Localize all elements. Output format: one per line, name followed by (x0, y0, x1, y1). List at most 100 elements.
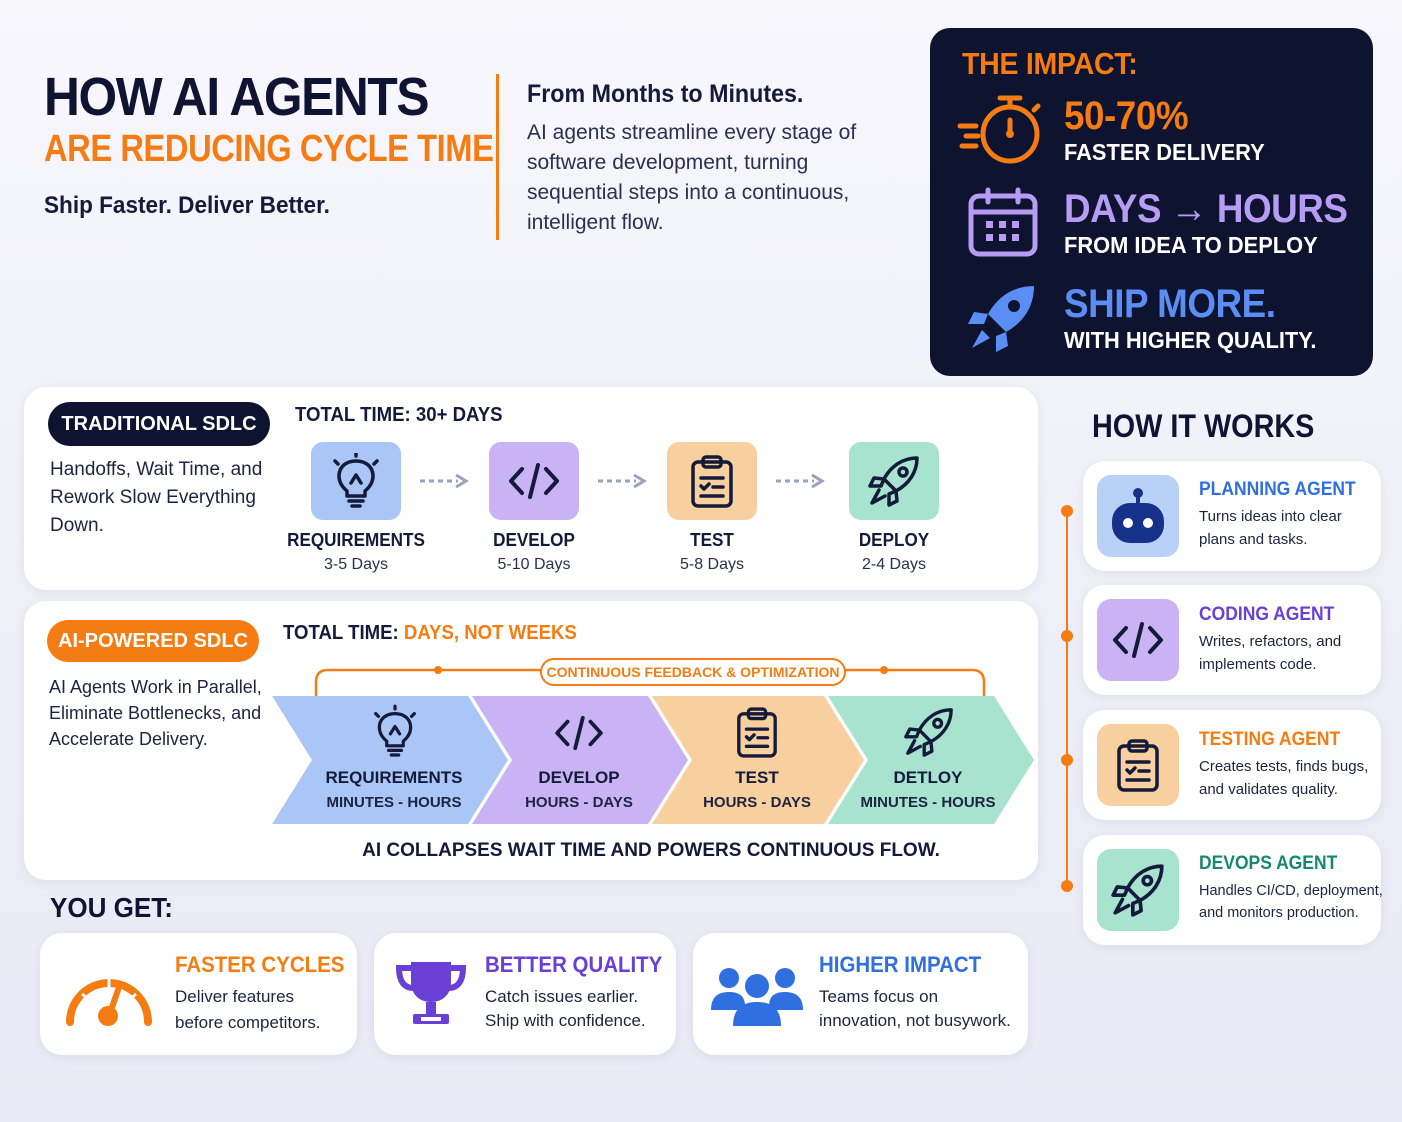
ai-footer-text: AI COLLAPSES WAIT TIME AND POWERS CONTIN… (362, 840, 940, 861)
timeline-dot (1061, 880, 1073, 892)
agent-description: and monitors production. (1199, 905, 1359, 921)
benefit-line: Ship with confidence. (485, 1011, 646, 1030)
you-get-title: YOU GET: (50, 892, 173, 923)
benefit-line: before competitors. (175, 1013, 321, 1032)
impact-label-1: FASTER DELIVERY (1064, 139, 1265, 165)
traditional-total-time: TOTAL TIME: 30+ DAYS (295, 404, 503, 427)
agent-description: Writes, refactors, and (1199, 633, 1342, 650)
traditional-stage-name: DEPLOY (858, 530, 930, 550)
traditional-stage-name: TEST (690, 530, 734, 550)
benefit-heading: HIGHER IMPACT (819, 952, 982, 977)
agent-description: plans and tasks. (1199, 531, 1308, 548)
agent-description: Creates tests, finds bugs, (1199, 758, 1369, 775)
benefit-line: Deliver features (175, 987, 295, 1006)
benefit-line: Teams focus on (819, 987, 939, 1006)
clipboard-icon (1117, 739, 1159, 792)
team-icon (711, 968, 803, 1026)
feedback-label: CONTINUOUS FEEDBACK & OPTIMIZATION (540, 658, 846, 686)
timeline-dot (1061, 505, 1073, 517)
impact-label-2: FROM IDEA TO DEPLOY (1064, 232, 1318, 258)
arrow-right-icon (598, 473, 647, 489)
tagline: Ship Faster. Deliver Better. (44, 192, 330, 219)
page-title: HOW AI AGENTS (44, 67, 429, 127)
arrow-right-icon (776, 473, 825, 489)
traditional-stage-duration: 3-5 Days (323, 556, 389, 573)
impact-value-1: 50-70% (1064, 94, 1189, 138)
traditional-sdlc-badge: TRADITIONAL SDLC (48, 402, 270, 446)
rocket-icon (1111, 864, 1164, 917)
impact-value-2: DAYS → HOURS (1064, 187, 1348, 231)
coding-agent-icon-tile (1097, 599, 1179, 681)
chevron-deploy (828, 696, 1034, 824)
traditional-stage-duration: 5-8 Days (679, 556, 745, 573)
benefit-heading: FASTER CYCLES (175, 952, 345, 977)
chevron-develop (472, 696, 688, 824)
traditional-stage-duration: 5-10 Days (497, 556, 571, 573)
traditional-deploy-tile (849, 442, 939, 520)
how-it-works-title: HOW IT WORKS (1092, 408, 1315, 444)
lightbulb-icon (333, 453, 379, 508)
calendar-icon (968, 187, 1038, 257)
code-icon (555, 715, 603, 751)
traditional-stage-name: DEVELOP (493, 530, 575, 550)
agent-name: CODING AGENT (1199, 604, 1335, 625)
timeline-dot (1061, 754, 1073, 766)
ai-powered-description: AI Agents Work in Parallel, Eliminate Bo… (49, 677, 262, 749)
traditional-stage-duration: 2-4 Days (861, 556, 927, 573)
ai-stage-duration: MINUTES - HOURS (860, 794, 996, 811)
planning-agent-icon-tile (1097, 475, 1179, 557)
ai-stage-name: REQUIREMENTS (325, 768, 463, 787)
ai-total-time: TOTAL TIME: DAYS, NOT WEEKS (283, 622, 577, 645)
clipboard-icon (691, 455, 733, 508)
page-subtitle: ARE REDUCING CYCLE TIME (44, 128, 494, 170)
traditional-requirements-tile (311, 442, 401, 520)
impact-value-3: SHIP MORE. (1064, 282, 1276, 326)
traditional-total-value: 30+ DAYS (415, 404, 503, 426)
agent-description: Turns ideas into clear (1199, 508, 1342, 525)
impact-title: THE IMPACT: (962, 46, 1138, 81)
timeline-dot (1061, 630, 1073, 642)
traditional-stage-name: REQUIREMENTS (287, 530, 425, 550)
chevron-test (652, 696, 864, 824)
code-icon (509, 463, 559, 499)
header-divider (496, 74, 499, 240)
traditional-total-label: TOTAL TIME: (295, 404, 411, 426)
benefit-line: Catch issues earlier. (485, 987, 639, 1006)
devops-agent-icon-tile (1097, 849, 1179, 931)
clipboard-icon (737, 707, 777, 758)
speedometer-icon (66, 979, 152, 1026)
traditional-description: Handoffs, Wait Time, and Rework Slow Eve… (50, 459, 263, 536)
ai-stage-name: TEST (735, 768, 779, 787)
agent-description: Handles CI/CD, deployment, (1199, 883, 1383, 899)
ai-total-value: DAYS, NOT WEEKS (403, 622, 577, 644)
benefit-card-faster-cycles (40, 933, 357, 1055)
ai-stage-duration: HOURS - DAYS (703, 794, 811, 811)
code-icon (1113, 622, 1163, 658)
ai-stage-name: DETLOY (893, 768, 963, 787)
chevron-requirements (272, 696, 508, 824)
trophy-icon (395, 962, 467, 1024)
agent-name: TESTING AGENT (1199, 729, 1341, 750)
intro-heading: From Months to Minutes. (527, 80, 804, 108)
agent-description: implements code. (1199, 656, 1317, 673)
ai-stage-name: DEVELOP (538, 768, 620, 787)
rocket-icon (904, 708, 953, 757)
agent-description: and validates quality. (1199, 781, 1338, 798)
benefit-line: innovation, not busywork. (819, 1011, 1011, 1030)
lightbulb-icon (374, 704, 416, 757)
impact-label-3: WITH HIGHER QUALITY. (1064, 327, 1317, 353)
arrow-right-icon (420, 473, 469, 489)
stopwatch-icon (957, 95, 1041, 164)
ai-powered-sdlc-badge: AI-POWERED SDLC (47, 620, 259, 662)
rocket-icon (868, 456, 919, 507)
intro-text: AI agents streamline every stage of soft… (527, 121, 857, 234)
benefit-heading: BETTER QUALITY (485, 952, 663, 977)
traditional-develop-tile (489, 442, 579, 520)
timeline-line (1066, 510, 1068, 888)
ai-stage-duration: HOURS - DAYS (525, 794, 633, 811)
ai-pipeline-chevrons (272, 696, 1034, 824)
testing-agent-icon-tile (1097, 724, 1179, 806)
agent-name: DEVOPS AGENT (1199, 853, 1338, 874)
ai-stage-duration: MINUTES - HOURS (326, 794, 462, 811)
robot-icon (1112, 488, 1164, 543)
